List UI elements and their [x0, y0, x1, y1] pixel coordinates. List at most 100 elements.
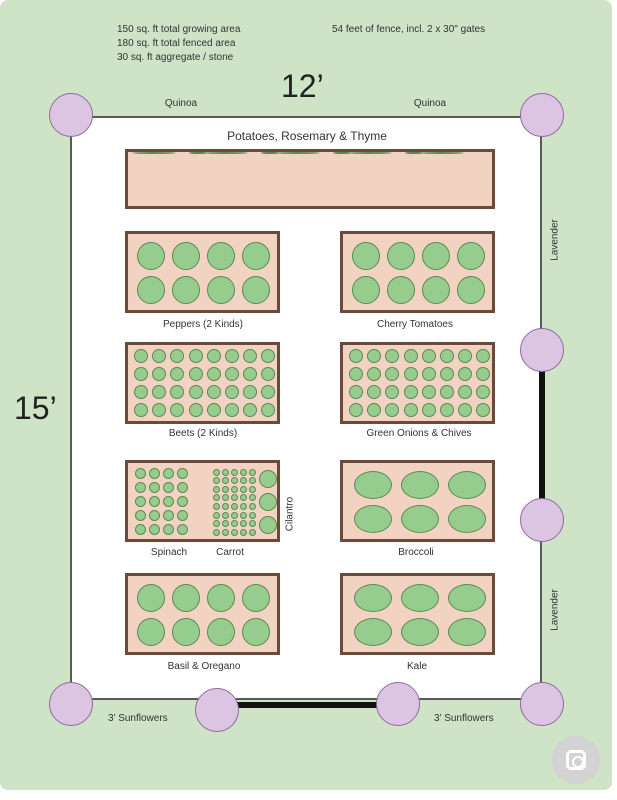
plant-circle	[421, 367, 436, 381]
plant-circle	[172, 276, 200, 304]
plant-circle	[448, 471, 486, 499]
plant-circle	[367, 367, 382, 381]
plant-circle	[401, 618, 439, 646]
spinach-label: Spinach	[150, 547, 188, 558]
plant-circle	[476, 403, 491, 417]
plant-circle	[261, 403, 276, 417]
plant-circle	[148, 523, 160, 535]
plant-circle	[349, 403, 363, 417]
plant-circle	[152, 367, 167, 381]
cherry-tomatoes-bed	[340, 231, 495, 313]
plant-circle	[385, 349, 400, 363]
growing-area-text: 150 sq. ft total growing area	[117, 24, 241, 35]
plant-circle	[403, 349, 418, 363]
plant-circle	[212, 477, 220, 485]
plant-circle	[221, 485, 229, 493]
plant-circle	[422, 276, 450, 304]
potatoes-label: Potatoes, Rosemary & Thyme	[227, 129, 387, 143]
plant-circle	[457, 242, 485, 270]
fence-post	[520, 328, 564, 372]
plant-circle	[207, 242, 235, 270]
plant-circle	[134, 367, 148, 381]
plant-circle	[132, 152, 176, 154]
plant-circle	[172, 242, 200, 270]
broccoli-bed	[340, 460, 495, 542]
right-gate	[539, 370, 545, 522]
plant-circle	[206, 349, 221, 363]
plant-circle	[239, 477, 247, 485]
plant-circle	[152, 385, 167, 399]
plant-circle	[401, 584, 439, 612]
plant-circle	[134, 403, 148, 417]
plant-circle	[354, 618, 392, 646]
plant-circle	[212, 485, 220, 493]
height-dimension: 15’	[14, 390, 57, 426]
plant-circle	[221, 477, 229, 485]
plant-circle	[137, 242, 165, 270]
plant-circle	[458, 385, 473, 399]
plant-circle	[148, 481, 160, 493]
plant-circle	[176, 481, 188, 493]
plant-circle	[230, 468, 238, 476]
plant-circle	[134, 509, 146, 521]
plant-circle	[207, 618, 235, 646]
plant-circle	[230, 485, 238, 493]
plant-circle	[243, 403, 258, 417]
plant-circle	[212, 494, 220, 502]
plant-circle	[387, 276, 415, 304]
plant-circle	[243, 385, 258, 399]
fence-post	[195, 688, 239, 732]
plant-circle	[239, 528, 247, 536]
plant-circle	[261, 367, 276, 381]
plant-circle	[152, 403, 167, 417]
green-onions-label: Green Onions & Chives	[366, 428, 472, 439]
plant-circle	[137, 584, 165, 612]
plant-circle	[349, 385, 363, 399]
plant-circle	[276, 152, 320, 154]
plant-circle	[137, 618, 165, 646]
cherry-tomatoes-label: Cherry Tomatoes	[377, 319, 453, 330]
fence-post	[520, 93, 564, 137]
plant-circle	[134, 523, 146, 535]
plant-circle	[367, 403, 382, 417]
plant-circle	[348, 152, 392, 154]
plant-circle	[176, 467, 188, 479]
plant-circle	[248, 494, 256, 502]
plant-circle	[243, 349, 258, 363]
cilantro-label: Cilantro	[284, 496, 296, 532]
potatoes-bed	[125, 149, 495, 209]
beets-label: Beets (2 Kinds)	[168, 428, 238, 439]
beets-bed	[125, 342, 280, 424]
fence-post	[520, 682, 564, 726]
plant-circle	[354, 584, 392, 612]
peppers-bed	[125, 231, 280, 313]
plant-circle	[221, 502, 229, 510]
plant-circle	[248, 520, 256, 528]
plant-circle	[230, 477, 238, 485]
sunflowers-left-label: 3’ Sunflowers	[108, 713, 168, 724]
plant-circle	[206, 367, 221, 381]
plant-circle	[212, 502, 220, 510]
plant-circle	[458, 367, 473, 381]
plant-circle	[206, 385, 221, 399]
plant-circle	[221, 520, 229, 528]
plant-circle	[458, 349, 473, 363]
plant-circle	[259, 493, 277, 511]
plant-circle	[176, 523, 188, 535]
plant-circle	[440, 385, 454, 399]
kale-bed	[340, 573, 495, 655]
plant-circle	[134, 349, 148, 363]
plant-circle	[239, 485, 247, 493]
plant-circle	[248, 485, 256, 493]
sunflowers-right-label: 3’ Sunflowers	[434, 713, 494, 724]
plant-circle	[188, 385, 203, 399]
bottom-gate	[236, 702, 378, 708]
fence-post	[49, 93, 93, 137]
lavender-top-label: Lavender	[549, 219, 561, 261]
plant-circle	[242, 618, 270, 646]
plant-circle	[204, 152, 248, 154]
green-onions-bed	[340, 342, 495, 424]
plant-circle	[162, 523, 174, 535]
plant-circle	[259, 470, 277, 488]
zoom-button[interactable]	[552, 736, 600, 784]
